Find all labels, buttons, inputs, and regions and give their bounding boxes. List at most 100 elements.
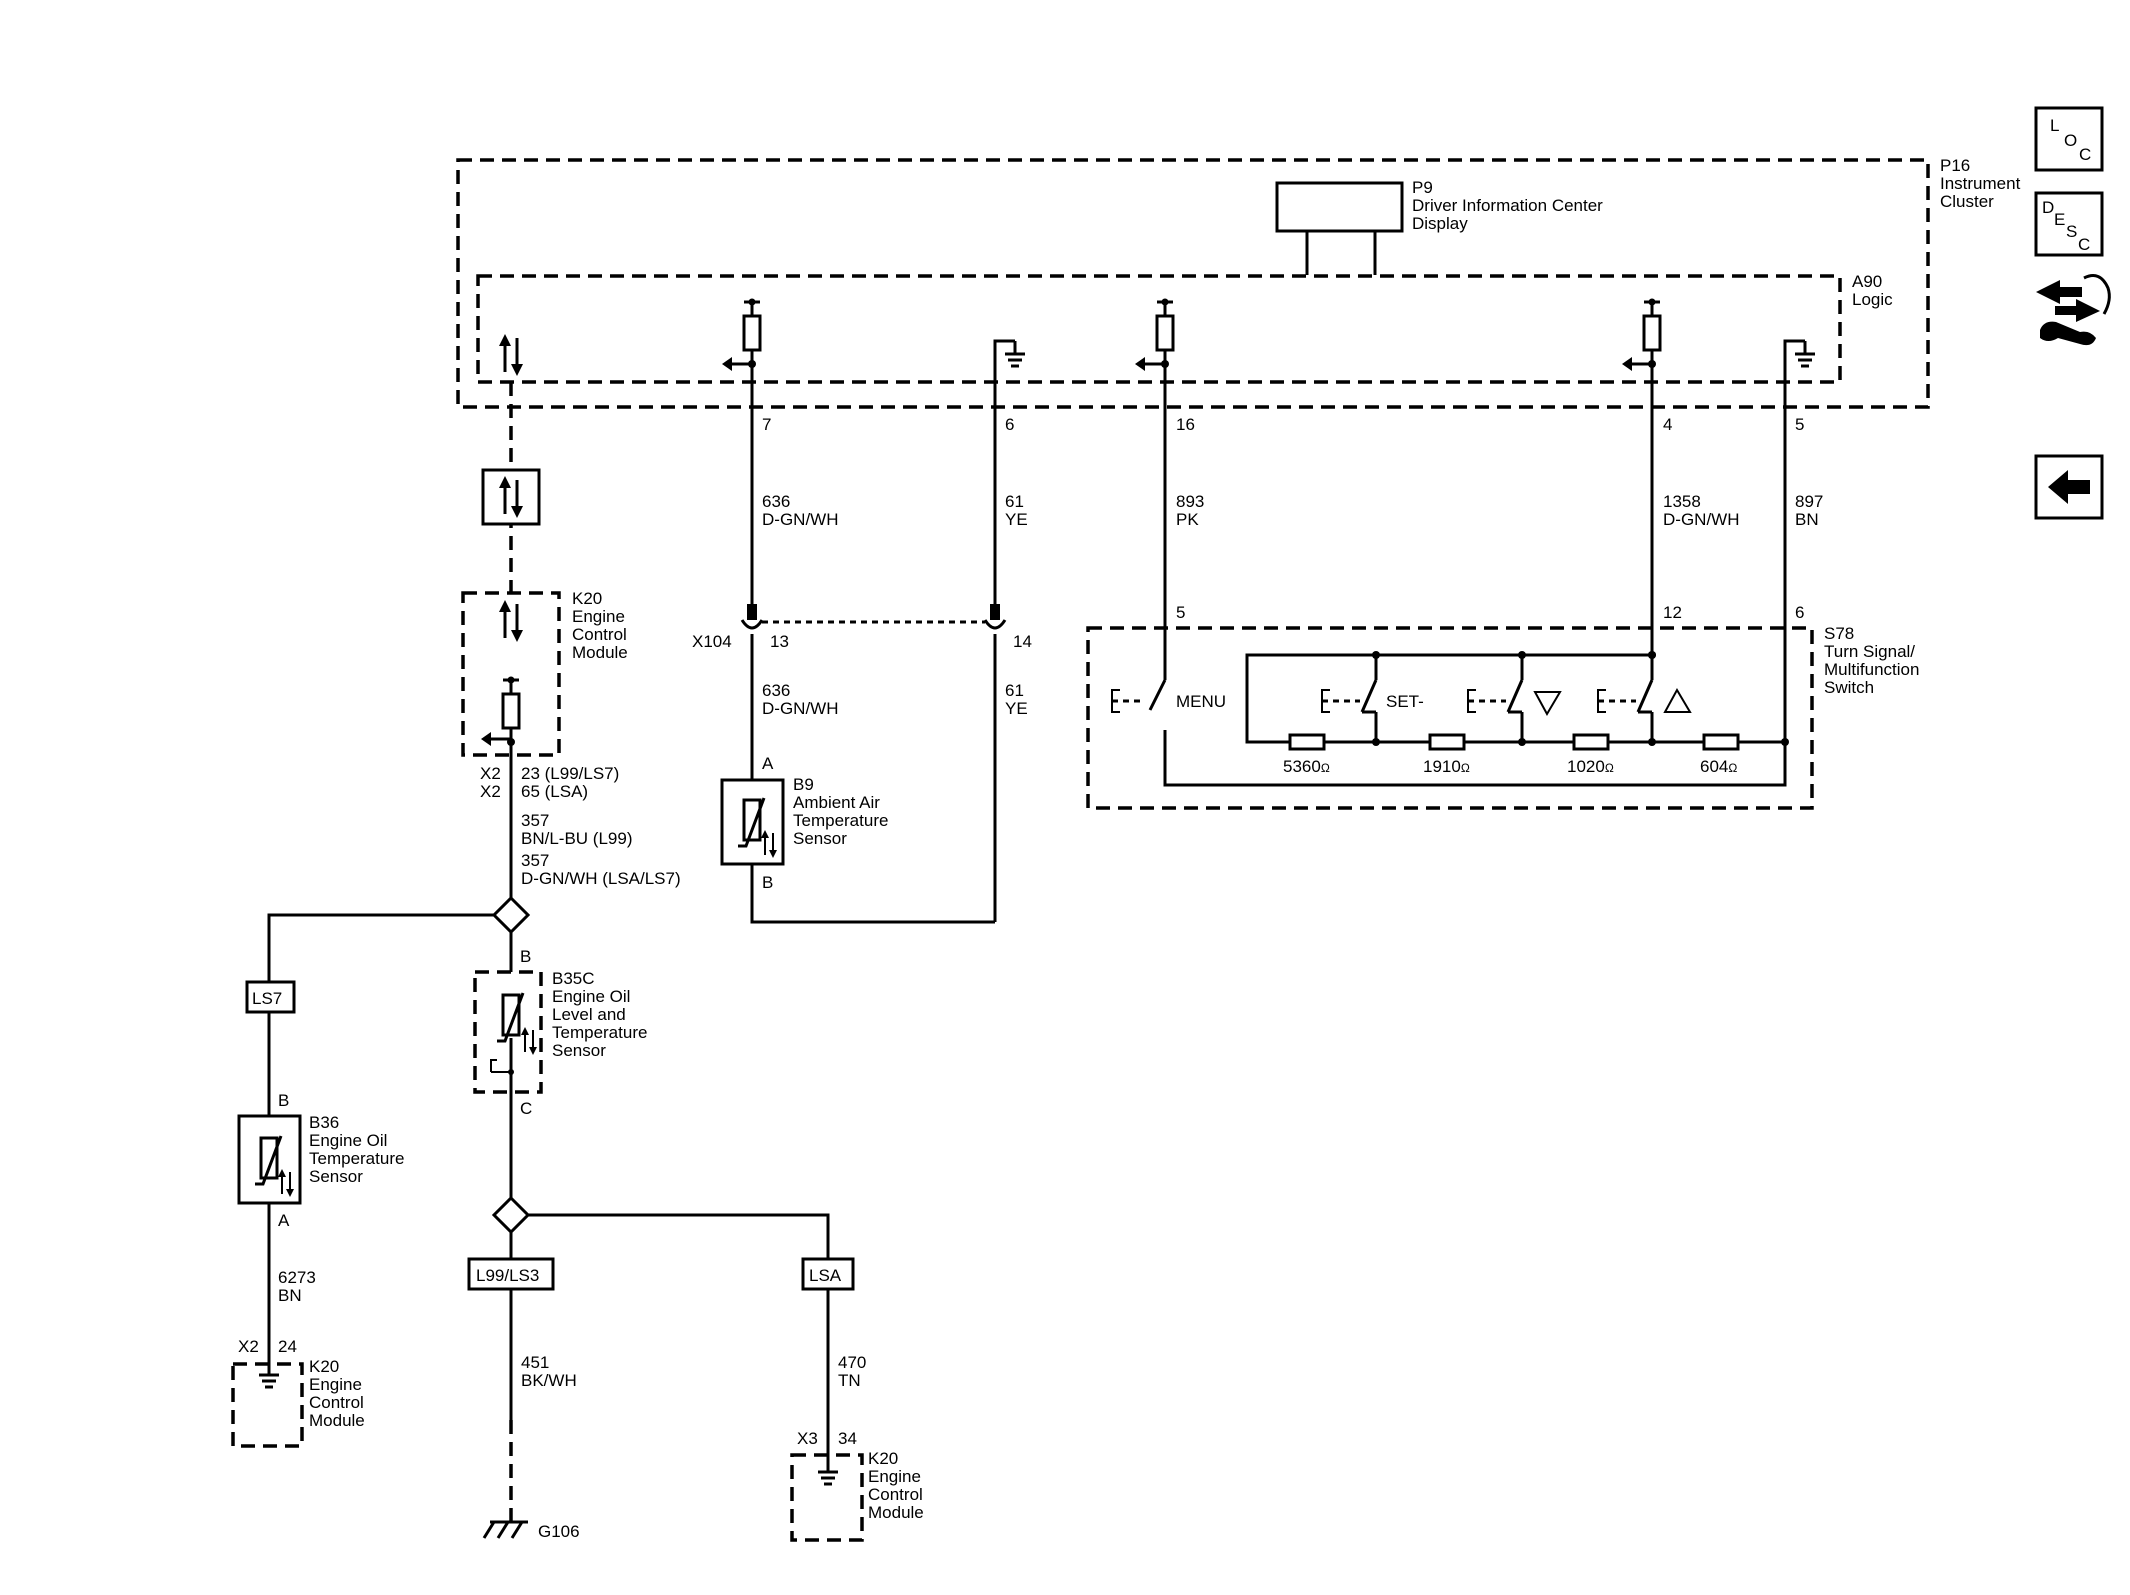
s78-multifunction-switch: S78 Turn Signal/ Multifunction Switch ME… xyxy=(1086,624,1919,810)
svg-text:Engine Oil: Engine Oil xyxy=(552,987,630,1006)
svg-text:Level and: Level and xyxy=(552,1005,626,1024)
svg-text:X104: X104 xyxy=(692,632,732,651)
svg-text:P9: P9 xyxy=(1412,178,1433,197)
svg-text:23 (L99/LS7): 23 (L99/LS7) xyxy=(521,764,619,783)
svg-text:636: 636 xyxy=(762,492,790,511)
serial-data-icon xyxy=(497,332,525,378)
connector-wrench-icon[interactable] xyxy=(2036,274,2111,346)
circuit-357: X2 X2 23 (L99/LS7) 65 (LSA) 357 BN/L-BU … xyxy=(480,742,681,898)
svg-text:X2: X2 xyxy=(480,782,501,801)
svg-text:Sensor: Sensor xyxy=(793,829,847,848)
svg-text:5360Ω: 5360Ω xyxy=(1283,757,1330,776)
svg-text:636: 636 xyxy=(762,681,790,700)
svg-text:Module: Module xyxy=(572,643,628,662)
svg-text:D-GN/WH: D-GN/WH xyxy=(762,510,838,529)
svg-text:4: 4 xyxy=(1663,415,1672,434)
svg-text:357: 357 xyxy=(521,811,549,830)
svg-text:YE: YE xyxy=(1005,699,1028,718)
svg-text:X3: X3 xyxy=(797,1429,818,1448)
svg-text:24: 24 xyxy=(278,1337,297,1356)
svg-text:451: 451 xyxy=(521,1353,549,1372)
svg-text:BN/L-BU (L99): BN/L-BU (L99) xyxy=(521,829,632,848)
loc-button[interactable]: L O C xyxy=(2034,106,2104,172)
k20-engine-control-module-top: K20 Engine Control Module xyxy=(461,589,628,757)
svg-text:C: C xyxy=(520,1099,532,1118)
svg-text:1358: 1358 xyxy=(1663,492,1701,511)
p9-display: P9 Driver Information Center Display xyxy=(1275,178,1603,275)
circuit-470: 470 TN xyxy=(826,1289,866,1460)
b36-engine-oil-temperature-sensor: B A B36 Engine Oil Temperature Sensor 62… xyxy=(237,1012,404,1355)
svg-text:BN: BN xyxy=(1795,510,1819,529)
svg-text:Temperature: Temperature xyxy=(793,811,888,830)
back-arrow-icon xyxy=(2048,470,2090,504)
svg-text:P16: P16 xyxy=(1940,156,1970,175)
svg-text:Cluster: Cluster xyxy=(1940,192,1994,211)
svg-text:Control: Control xyxy=(868,1485,923,1504)
svg-text:C: C xyxy=(2078,235,2090,254)
serial-data-link xyxy=(481,382,541,593)
svg-text:Module: Module xyxy=(868,1503,924,1522)
svg-text:16: 16 xyxy=(1176,415,1195,434)
svg-text:B: B xyxy=(520,947,531,966)
svg-text:SET-: SET- xyxy=(1386,692,1424,711)
svg-text:X2: X2 xyxy=(238,1337,259,1356)
back-button[interactable] xyxy=(2034,454,2104,520)
svg-text:897: 897 xyxy=(1795,492,1823,511)
a90-logic: A90 Logic xyxy=(476,272,1893,384)
svg-text:Instrument: Instrument xyxy=(1940,174,2021,193)
b35c-engine-oil-level-and-temperature-sensor: B C B35C Engine Oil Level and Temperatur… xyxy=(473,932,647,1118)
svg-text:C: C xyxy=(2079,145,2091,164)
svg-text:Display: Display xyxy=(1412,214,1468,233)
desc-button[interactable]: D E S C xyxy=(2034,191,2104,257)
svg-text:6273: 6273 xyxy=(278,1268,316,1287)
svg-text:X2: X2 xyxy=(480,764,501,783)
svg-text:LSA: LSA xyxy=(809,1266,842,1285)
svg-text:Ambient Air: Ambient Air xyxy=(793,793,880,812)
svg-text:Turn Signal/: Turn Signal/ xyxy=(1824,642,1915,661)
x104-connector: X104 13 14 xyxy=(692,619,1032,651)
circuit-61-top: 6 61 YE xyxy=(990,339,1028,620)
b9-ambient-air-temperature-sensor: A B B9 Ambient Air Temperature Sensor xyxy=(720,754,995,924)
svg-text:6: 6 xyxy=(1005,415,1014,434)
svg-text:K20: K20 xyxy=(309,1357,339,1376)
svg-text:604Ω: 604Ω xyxy=(1700,757,1737,776)
svg-text:357: 357 xyxy=(521,851,549,870)
menu-switch: MENU xyxy=(1111,679,1226,713)
splice-lower xyxy=(491,1195,531,1235)
svg-text:Control: Control xyxy=(309,1393,364,1412)
down-switch xyxy=(1467,651,1562,742)
svg-text:A90: A90 xyxy=(1852,272,1882,291)
svg-text:470: 470 xyxy=(838,1353,866,1372)
circuit-636-top: 7 636 D-GN/WH xyxy=(720,297,838,620)
svg-text:A: A xyxy=(278,1211,290,1230)
svg-text:LS7: LS7 xyxy=(252,989,282,1008)
svg-text:7: 7 xyxy=(762,415,771,434)
svg-text:Sensor: Sensor xyxy=(552,1041,606,1060)
splice-upper xyxy=(491,895,531,935)
svg-text:S: S xyxy=(2066,222,2077,241)
up-switch xyxy=(1597,651,1692,742)
circuit-893: 16 893 PK 5 xyxy=(1133,297,1204,680)
svg-text:D: D xyxy=(2042,198,2054,217)
svg-text:B9: B9 xyxy=(793,775,814,794)
svg-text:BN: BN xyxy=(278,1286,302,1305)
svg-text:B: B xyxy=(762,873,773,892)
svg-text:D-GN/WH: D-GN/WH xyxy=(1663,510,1739,529)
svg-text:S78: S78 xyxy=(1824,624,1854,643)
svg-text:D-GN/WH: D-GN/WH xyxy=(762,699,838,718)
svg-text:L99/LS3: L99/LS3 xyxy=(476,1266,539,1285)
p16-instrument-cluster: P16 Instrument Cluster xyxy=(456,156,2021,409)
svg-text:O: O xyxy=(2064,131,2077,150)
svg-text:Control: Control xyxy=(572,625,627,644)
svg-text:65 (LSA): 65 (LSA) xyxy=(521,782,588,801)
svg-text:BK/WH: BK/WH xyxy=(521,1371,577,1390)
up-triangle-icon xyxy=(1663,687,1692,713)
svg-text:61: 61 xyxy=(1005,681,1024,700)
svg-text:K20: K20 xyxy=(572,589,602,608)
svg-text:Multifunction: Multifunction xyxy=(1824,660,1919,679)
svg-text:Engine: Engine xyxy=(572,607,625,626)
svg-text:61: 61 xyxy=(1005,492,1024,511)
svg-text:5: 5 xyxy=(1795,415,1804,434)
svg-text:Engine: Engine xyxy=(309,1375,362,1394)
